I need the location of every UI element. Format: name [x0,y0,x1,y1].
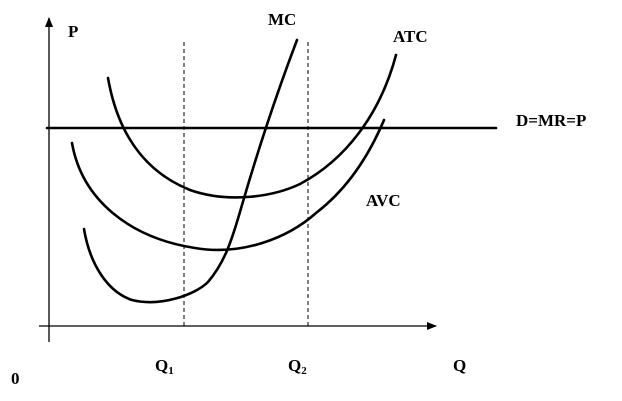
origin-label: 0 [11,369,20,388]
q2-subscript: 2 [301,365,307,377]
q1-subscript: 1 [168,365,174,377]
atc-curve [106,53,398,199]
avc-label: AVC [366,191,401,210]
q1-main: Q [155,356,168,375]
x-axis-label: Q [453,356,466,375]
mc-curve [82,38,299,304]
y-axis-label: P [68,22,78,41]
demand-label: D=MR=P [516,111,586,130]
q2-main: Q [288,356,301,375]
avc-curve [70,118,386,252]
atc-label: ATC [393,27,428,46]
q1-label: Q1 [155,356,174,377]
q2-label: Q2 [288,356,307,377]
mc-label: MC [268,10,296,29]
